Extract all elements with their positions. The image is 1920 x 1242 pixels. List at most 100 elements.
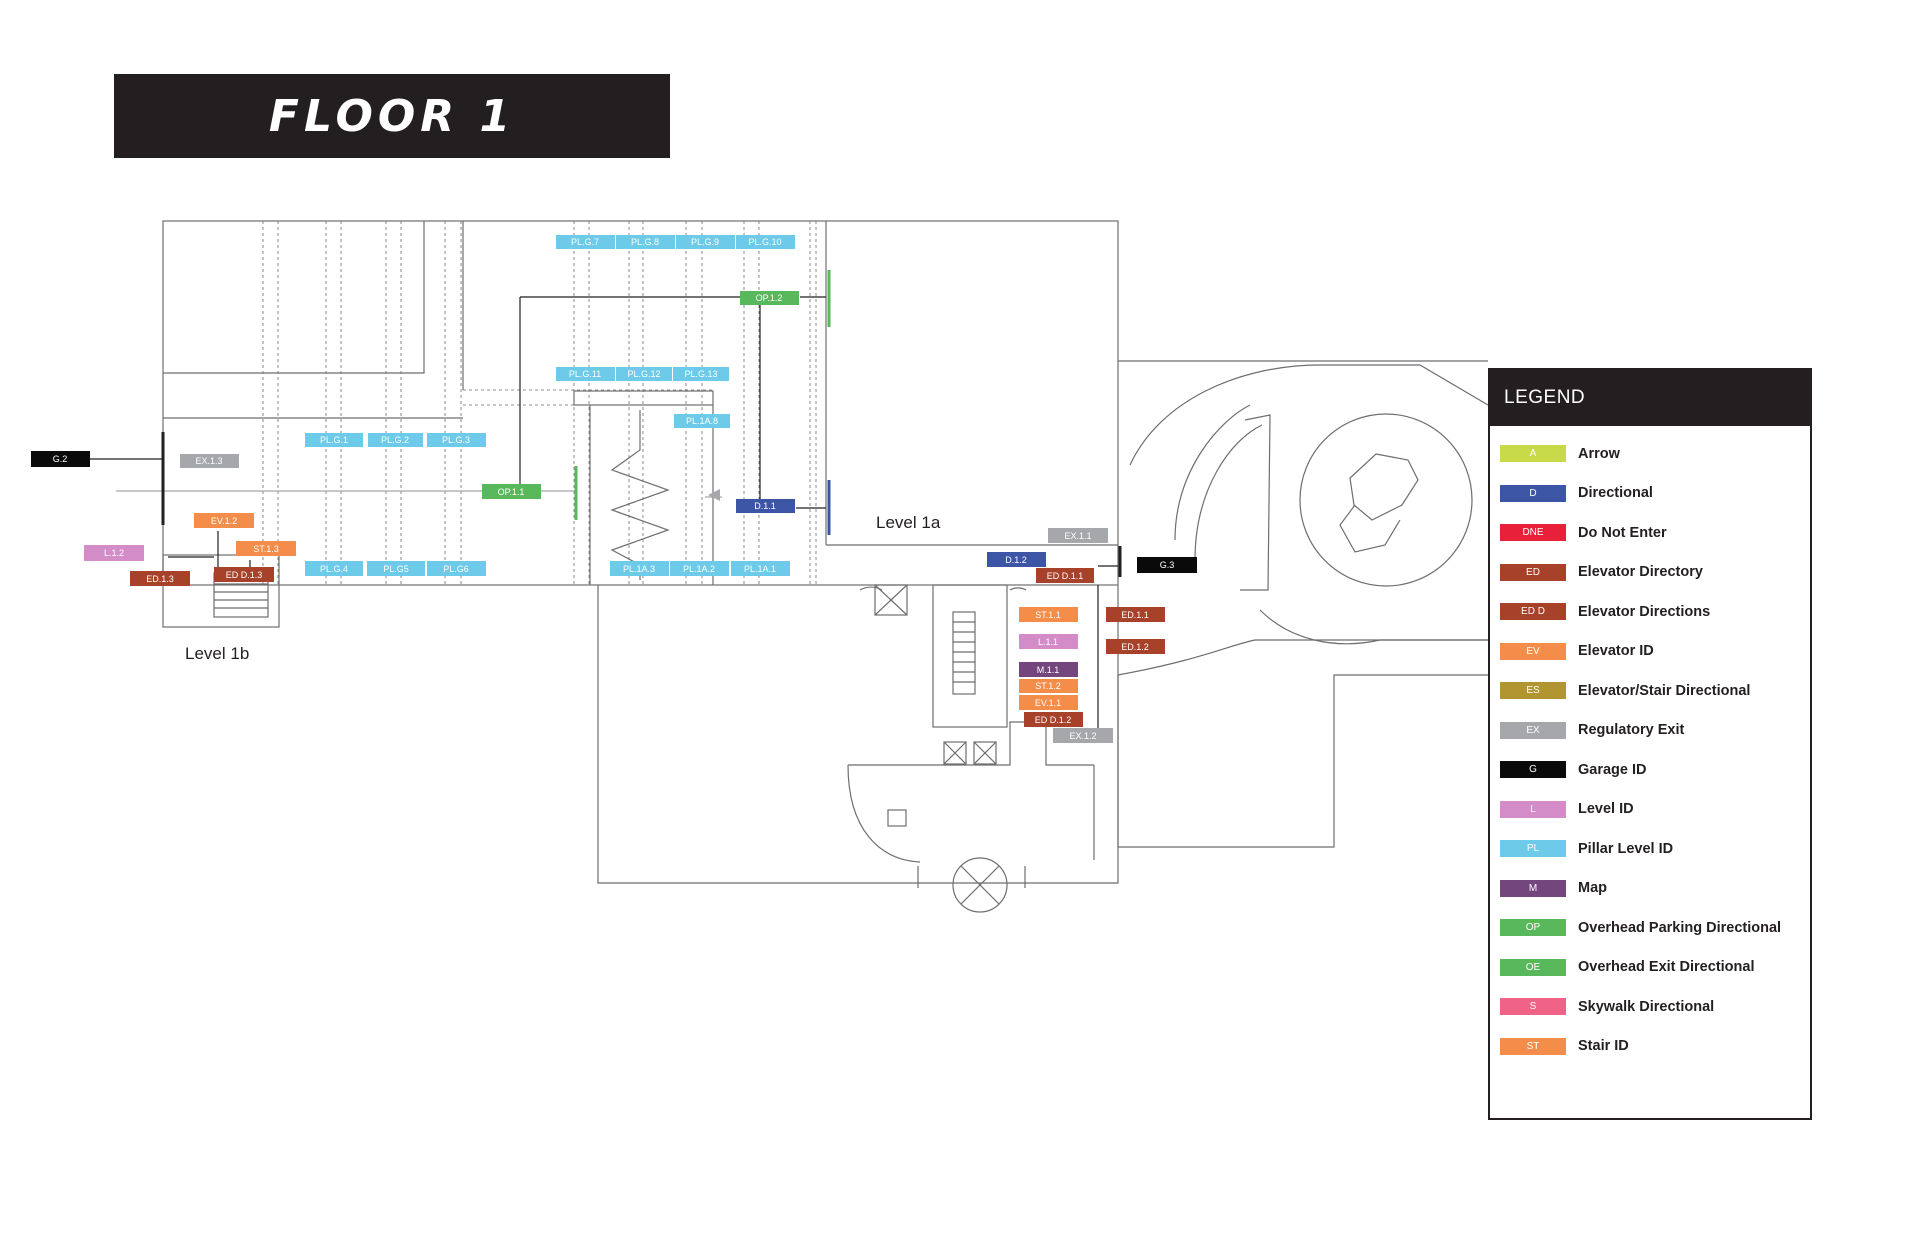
svg-text:G.2: G.2 [53,454,68,464]
legend-item: L Level ID [1490,790,1810,830]
svg-text:PL.G5: PL.G5 [383,564,409,574]
legend-item: G Garage ID [1490,750,1810,790]
svg-text:ED D.1.3: ED D.1.3 [226,570,263,580]
sign-d-1-1: D.1.1 [736,499,795,513]
legend-swatch: PL [1500,840,1566,858]
svg-text:EX.1.2: EX.1.2 [1069,731,1096,741]
svg-text:EX.1.1: EX.1.1 [1064,531,1091,541]
sign-pl-g10: PL.G.10 [736,235,795,249]
svg-text:PL.G.8: PL.G.8 [631,237,659,247]
sign-st-1-3: ST.1.3 [236,541,296,556]
legend-swatch: EV [1500,642,1566,660]
legend-label: Elevator Directions [1578,603,1711,620]
sign-pl-g1: PL.G.1 [305,433,363,447]
legend-swatch: A [1500,445,1566,463]
svg-text:D.1.1: D.1.1 [754,501,776,511]
legend-label: Skywalk Directional [1578,998,1715,1015]
legend-swatch: ED [1500,563,1566,581]
sign-pl-g5: PL.G5 [367,561,425,576]
sign-pl-g12: PL.G.12 [616,367,672,381]
legend-item: EV Elevator ID [1490,632,1810,672]
svg-text:D.1.2: D.1.2 [1005,555,1027,565]
legend-label: Arrow [1578,445,1620,462]
svg-text:ED D.1.2: ED D.1.2 [1035,715,1072,725]
sign-st-1-1: ST.1.1 [1019,607,1078,622]
legend-swatch: G [1500,761,1566,779]
sign-l-1-2: L.1.2 [84,545,144,561]
svg-text:ST.1.3: ST.1.3 [253,544,279,554]
page-title: FLOOR 1 [268,90,516,142]
sign-pl-g9: PL.G.9 [676,235,735,249]
sign-edd-1-3: ED D.1.3 [214,567,274,582]
legend-label: Elevator/Stair Directional [1578,682,1751,699]
sign-g2: G.2 [31,451,90,467]
legend-label: Pillar Level ID [1578,840,1674,857]
sign-edd-1-2: ED D.1.2 [1024,712,1083,727]
legend-swatch: L [1500,800,1566,818]
sign-pl-g2: PL.G.2 [368,433,423,447]
sign-pl-g8: PL.G.8 [616,235,675,249]
svg-text:PL.G.7: PL.G.7 [571,237,599,247]
legend-label: Level ID [1578,801,1634,818]
legend-item: PL Pillar Level ID [1490,829,1810,869]
sign-ed-1-1: ED.1.1 [1106,607,1165,622]
legend-swatch: ES [1500,682,1566,700]
wall-mount-bars [161,270,1122,577]
svg-text:G.3: G.3 [1160,560,1175,570]
svg-text:PL.G.12: PL.G.12 [627,369,660,379]
legend-title: LEGEND [1490,370,1810,426]
legend-label: Garage ID [1578,761,1647,778]
plan-dashed-guides [262,221,817,585]
svg-text:ED.1.1: ED.1.1 [1121,610,1149,620]
svg-text:PL.1A.3: PL.1A.3 [623,564,655,574]
sign-ex-1-3: EX.1.3 [180,454,239,468]
legend-label: Regulatory Exit [1578,722,1685,739]
sign-pl-g6: PL.G6 [427,561,486,576]
legend-swatch: ED D [1500,603,1566,621]
svg-text:PL.G.3: PL.G.3 [442,435,470,445]
legend-label: Elevator ID [1578,643,1654,660]
svg-text:PL.G6: PL.G6 [443,564,469,574]
svg-text:OP.1.1: OP.1.1 [498,487,525,497]
legend-label: Elevator Directory [1578,564,1703,581]
legend-swatch: D [1500,484,1566,502]
sign-pl-1a2: PL.1A.2 [670,561,729,576]
svg-text:PL.1A.1: PL.1A.1 [744,564,776,574]
legend-swatch: DNE [1500,524,1566,542]
svg-text:ED.1.2: ED.1.2 [1121,642,1149,652]
legend-item: ES Elevator/Stair Directional [1490,671,1810,711]
sign-st-1-2: ST.1.2 [1019,679,1078,693]
sign-pl-1a3: PL.1A.3 [610,561,669,576]
sign-ed-1-3: ED.1.3 [130,571,190,586]
sign-ev-1-2: EV.1.2 [194,513,254,528]
sign-ev-1-1: EV.1.1 [1019,695,1078,710]
sign-ex-1-2: EX.1.2 [1053,728,1113,743]
legend-item: A Arrow [1490,434,1810,474]
legend-label: Stair ID [1578,1038,1629,1055]
sign-d-1-2: D.1.2 [987,552,1046,567]
sign-ed-1-2: ED.1.2 [1106,639,1165,654]
svg-text:M.1.1: M.1.1 [1037,665,1060,675]
svg-text:ED.1.3: ED.1.3 [146,574,174,584]
sign-op-1-1: OP.1.1 [482,484,541,499]
legend-swatch: ST [1500,1037,1566,1055]
legend-label: Overhead Exit Directional [1578,959,1755,976]
sign-op-1-2: OP.1.2 [740,291,799,305]
sign-pl-g11: PL.G.11 [556,367,615,381]
legend-swatch: EX [1500,721,1566,739]
legend-item: D Directional [1490,474,1810,514]
svg-text:PL.1A.8: PL.1A.8 [686,416,718,426]
sign-pl-g3: PL.G.3 [427,433,486,447]
legend-label: Directional [1578,485,1653,502]
sign-edd-1-1: ED D.1.1 [1036,568,1094,583]
legend-item: ED D Elevator Directions [1490,592,1810,632]
svg-text:ST.1.1: ST.1.1 [1035,610,1061,620]
sign-m-1-1: M.1.1 [1019,662,1078,677]
level-1a-label: Level 1a [876,513,941,532]
legend-item: ED Elevator Directory [1490,553,1810,593]
